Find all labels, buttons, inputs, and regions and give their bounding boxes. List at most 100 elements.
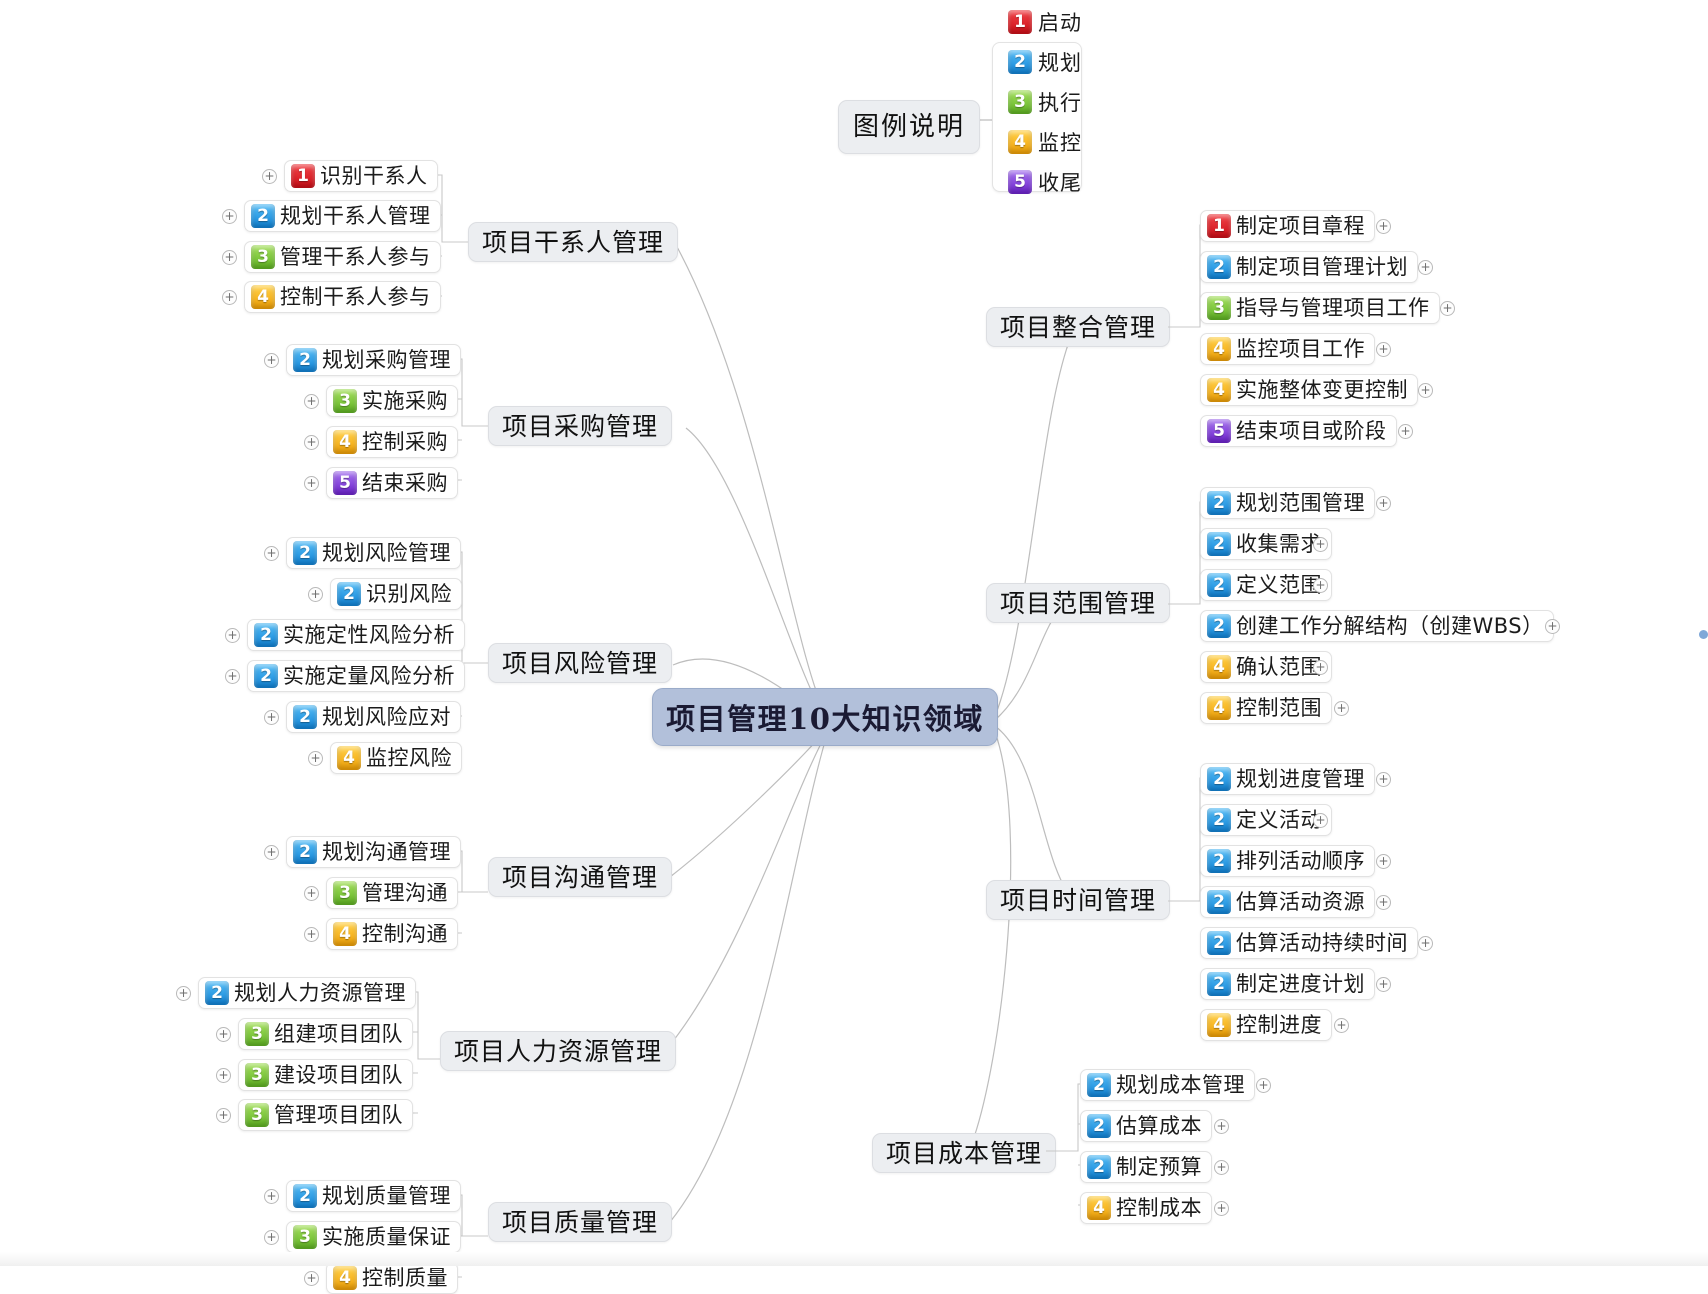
expand-toggle-cost-4[interactable]: +	[1214, 1201, 1229, 1216]
leaf-integration-1[interactable]: 1 制定项目章程	[1200, 210, 1375, 242]
leaf-time-6[interactable]: 2 制定进度计划	[1200, 968, 1375, 1000]
leaf-cost-4[interactable]: 4 控制成本	[1080, 1192, 1212, 1224]
leaf-risk-4[interactable]: 2 实施定量风险分析	[247, 660, 465, 692]
expand-toggle-integration-1[interactable]: +	[1376, 219, 1391, 234]
expand-toggle-time-7[interactable]: +	[1334, 1018, 1349, 1033]
expand-toggle-time-3[interactable]: +	[1376, 854, 1391, 869]
leaf-integration-3[interactable]: 3 指导与管理项目工作	[1200, 292, 1440, 324]
expand-toggle-risk-3[interactable]: +	[225, 628, 240, 643]
leaf-communication-2[interactable]: 3 管理沟通	[326, 877, 458, 909]
leaf-scope-6[interactable]: 4 控制范围	[1200, 692, 1332, 724]
branch-scope[interactable]: 项目范围管理	[986, 583, 1171, 623]
leaf-quality-2[interactable]: 3 实施质量保证	[286, 1221, 461, 1253]
branch-communication[interactable]: 项目沟通管理	[488, 857, 673, 897]
leaf-risk-3[interactable]: 2 实施定性风险分析	[247, 619, 465, 651]
leaf-risk-6[interactable]: 4 监控风险	[330, 742, 462, 774]
leaf-cost-1[interactable]: 2 规划成本管理	[1080, 1069, 1255, 1101]
expand-toggle-communication-2[interactable]: +	[304, 886, 319, 901]
branch-stakeholder[interactable]: 项目干系人管理	[468, 222, 679, 262]
expand-toggle-hr-4[interactable]: +	[216, 1108, 231, 1123]
leaf-risk-1[interactable]: 2 规划风险管理	[286, 537, 461, 569]
leaf-stakeholder-4[interactable]: 4 控制干系人参与	[244, 281, 441, 313]
expand-toggle-risk-2[interactable]: +	[308, 587, 323, 602]
leaf-integration-6[interactable]: 5 结束项目或阶段	[1200, 415, 1397, 447]
expand-toggle-quality-3[interactable]: +	[304, 1271, 319, 1286]
branch-procurement[interactable]: 项目采购管理	[488, 406, 673, 446]
leaf-procurement-3[interactable]: 4 控制采购	[326, 426, 458, 458]
expand-toggle-integration-4[interactable]: +	[1376, 342, 1391, 357]
expand-toggle-communication-3[interactable]: +	[304, 927, 319, 942]
legend-item-4[interactable]: 4 监控	[1000, 126, 1082, 158]
leaf-quality-1[interactable]: 2 规划质量管理	[286, 1180, 461, 1212]
expand-toggle-procurement-1[interactable]: +	[264, 353, 279, 368]
legend-item-1[interactable]: 1 启动	[1000, 6, 1082, 38]
leaf-procurement-4[interactable]: 5 结束采购	[326, 467, 458, 499]
expand-toggle-procurement-2[interactable]: +	[304, 394, 319, 409]
leaf-integration-2[interactable]: 2 制定项目管理计划	[1200, 251, 1418, 283]
expand-toggle-integration-3[interactable]: +	[1440, 301, 1455, 316]
expand-toggle-risk-5[interactable]: +	[264, 710, 279, 725]
expand-toggle-stakeholder-1[interactable]: +	[262, 169, 277, 184]
expand-toggle-quality-2[interactable]: +	[264, 1230, 279, 1245]
leaf-time-1[interactable]: 2 规划进度管理	[1200, 763, 1375, 795]
branch-quality[interactable]: 项目质量管理	[488, 1202, 673, 1242]
expand-toggle-integration-6[interactable]: +	[1398, 424, 1413, 439]
leaf-stakeholder-1[interactable]: 1 识别干系人	[284, 160, 438, 192]
expand-toggle-scope-2[interactable]: +	[1313, 537, 1328, 552]
expand-toggle-risk-1[interactable]: +	[264, 546, 279, 561]
leaf-procurement-2[interactable]: 3 实施采购	[326, 385, 458, 417]
expand-toggle-cost-3[interactable]: +	[1214, 1160, 1229, 1175]
legend-item-3[interactable]: 3 执行	[1000, 86, 1082, 118]
leaf-scope-1[interactable]: 2 规划范围管理	[1200, 487, 1375, 519]
leaf-time-5[interactable]: 2 估算活动持续时间	[1200, 927, 1418, 959]
expand-toggle-time-4[interactable]: +	[1376, 895, 1391, 910]
expand-toggle-scope-5[interactable]: +	[1313, 660, 1328, 675]
leaf-stakeholder-2[interactable]: 2 规划干系人管理	[244, 200, 441, 232]
expand-toggle-time-1[interactable]: +	[1376, 772, 1391, 787]
leaf-time-7[interactable]: 4 控制进度	[1200, 1009, 1332, 1041]
expand-toggle-communication-1[interactable]: +	[264, 845, 279, 860]
leaf-scope-2[interactable]: 2 收集需求	[1200, 528, 1332, 560]
expand-toggle-time-5[interactable]: +	[1418, 936, 1433, 951]
expand-toggle-procurement-4[interactable]: +	[304, 476, 319, 491]
root-node[interactable]: 项目管理10大知识领域	[652, 688, 998, 746]
leaf-integration-5[interactable]: 4 实施整体变更控制	[1200, 374, 1418, 406]
leaf-communication-1[interactable]: 2 规划沟通管理	[286, 836, 461, 868]
leaf-hr-1[interactable]: 2 规划人力资源管理	[198, 977, 416, 1009]
leaf-hr-4[interactable]: 3 管理项目团队	[238, 1099, 413, 1131]
legend-item-5[interactable]: 5 收尾	[1000, 166, 1082, 198]
branch-time[interactable]: 项目时间管理	[986, 880, 1171, 920]
branch-integration[interactable]: 项目整合管理	[986, 307, 1171, 347]
expand-toggle-time-2[interactable]: +	[1313, 813, 1328, 828]
expand-toggle-risk-4[interactable]: +	[225, 669, 240, 684]
leaf-scope-5[interactable]: 4 确认范围	[1200, 651, 1332, 683]
leaf-risk-2[interactable]: 2 识别风险	[330, 578, 462, 610]
expand-toggle-quality-1[interactable]: +	[264, 1189, 279, 1204]
leaf-stakeholder-3[interactable]: 3 管理干系人参与	[244, 241, 441, 273]
leaf-hr-2[interactable]: 3 组建项目团队	[238, 1018, 413, 1050]
expand-toggle-hr-3[interactable]: +	[216, 1068, 231, 1083]
expand-toggle-scope-6[interactable]: +	[1334, 701, 1349, 716]
leaf-quality-3[interactable]: 4 控制质量	[326, 1262, 458, 1294]
expand-toggle-cost-2[interactable]: +	[1214, 1119, 1229, 1134]
expand-toggle-scope-3[interactable]: +	[1313, 578, 1328, 593]
expand-toggle-integration-2[interactable]: +	[1418, 260, 1433, 275]
expand-toggle-cost-1[interactable]: +	[1256, 1078, 1271, 1093]
expand-toggle-scope-4[interactable]: +	[1545, 619, 1560, 634]
expand-toggle-hr-1[interactable]: +	[176, 986, 191, 1001]
leaf-cost-2[interactable]: 2 估算成本	[1080, 1110, 1212, 1142]
leaf-communication-3[interactable]: 4 控制沟通	[326, 918, 458, 950]
leaf-risk-5[interactable]: 2 规划风险应对	[286, 701, 461, 733]
expand-toggle-integration-5[interactable]: +	[1418, 383, 1433, 398]
leaf-time-2[interactable]: 2 定义活动	[1200, 804, 1332, 836]
expand-toggle-procurement-3[interactable]: +	[304, 435, 319, 450]
expand-toggle-stakeholder-3[interactable]: +	[222, 250, 237, 265]
legend-item-2[interactable]: 2 规划	[1000, 46, 1082, 78]
leaf-scope-4[interactable]: 2 创建工作分解结构（创建WBS）	[1200, 610, 1554, 642]
expand-toggle-risk-6[interactable]: +	[308, 751, 323, 766]
branch-risk[interactable]: 项目风险管理	[488, 643, 673, 683]
expand-toggle-scope-1[interactable]: +	[1376, 496, 1391, 511]
leaf-cost-3[interactable]: 2 制定预算	[1080, 1151, 1212, 1183]
leaf-integration-4[interactable]: 4 监控项目工作	[1200, 333, 1375, 365]
leaf-procurement-1[interactable]: 2 规划采购管理	[286, 344, 461, 376]
